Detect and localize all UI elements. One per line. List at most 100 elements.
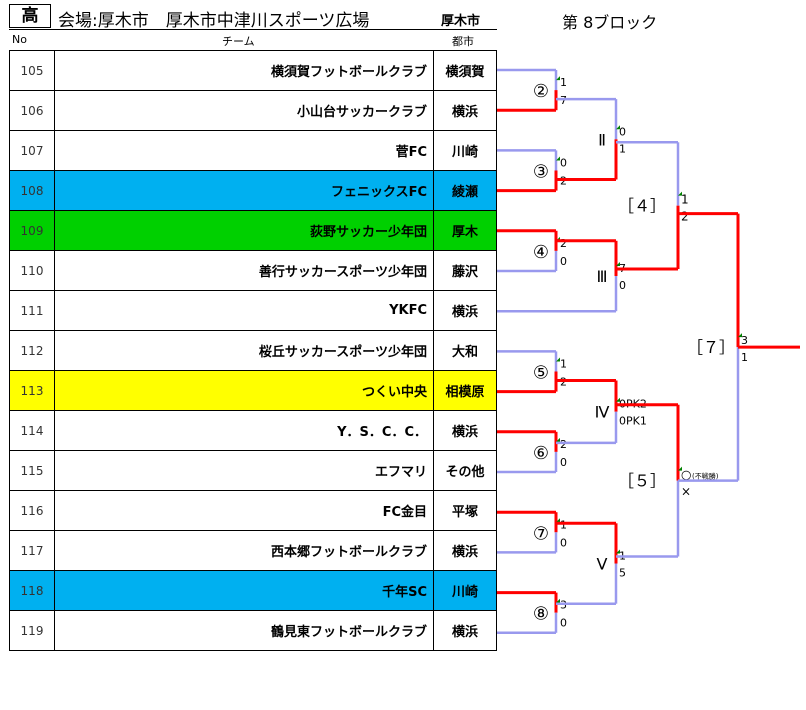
- score-bottom: ×: [681, 485, 691, 499]
- advance-marker: [616, 125, 620, 130]
- advance-marker: [556, 76, 560, 81]
- team-name: YKFC: [54, 290, 434, 331]
- score-bottom: 2: [681, 210, 689, 224]
- score-bottom: 0: [560, 456, 567, 469]
- city-title: 厚木市: [441, 14, 481, 29]
- column-header-no: No: [12, 33, 27, 46]
- advance-marker: [556, 598, 560, 603]
- advance-marker: [616, 262, 620, 266]
- team-city: 横浜: [433, 290, 497, 331]
- column-header-team: チーム: [222, 35, 255, 48]
- advance-marker: [678, 191, 682, 196]
- header-divider: [9, 29, 497, 30]
- team-number: 112: [9, 330, 55, 371]
- round-label: ［５］: [618, 472, 666, 491]
- match-label: ④: [533, 242, 549, 263]
- column-header-city: 都市: [452, 35, 474, 48]
- score-top: 0: [560, 157, 567, 170]
- team-number: 107: [9, 130, 55, 171]
- score-bottom: 0PK1: [619, 415, 647, 428]
- team-name: 荻野サッカー少年団: [54, 210, 434, 251]
- advance-marker: [556, 357, 560, 362]
- score-bottom: 1: [619, 142, 626, 155]
- team-number: 105: [9, 50, 55, 91]
- score-top: 3: [560, 599, 567, 612]
- score-bottom: 0: [560, 536, 567, 549]
- round-label: Ⅳ: [595, 403, 610, 422]
- score-top: 2: [560, 438, 567, 451]
- match-label: ⑤: [533, 363, 549, 384]
- team-name: FC金目: [54, 490, 434, 531]
- team-city: 藤沢: [433, 250, 497, 291]
- team-city: 川崎: [433, 570, 497, 611]
- advance-marker: [678, 466, 682, 471]
- team-number: 108: [9, 170, 55, 211]
- score-bottom: 0: [560, 617, 567, 630]
- team-name: 桜丘サッカースポーツ少年団: [54, 330, 434, 371]
- advance-marker: [556, 156, 560, 161]
- team-number: 113: [9, 370, 55, 411]
- round-label: ［４］: [618, 197, 666, 216]
- team-name: エフマリ: [54, 450, 434, 491]
- score-note: (不戦勝): [692, 472, 719, 481]
- team-name: 鶴見東フットボールクラブ: [54, 610, 434, 651]
- score-bottom: 0: [560, 255, 567, 268]
- team-city: 横浜: [433, 610, 497, 651]
- team-city: 横須賀: [433, 50, 497, 91]
- team-name: 善行サッカースポーツ少年団: [54, 250, 434, 291]
- match-label: ⑦: [533, 523, 549, 544]
- team-city: 横浜: [433, 90, 497, 131]
- block-title: 第 8ブロック: [562, 13, 658, 32]
- team-number: 111: [9, 290, 55, 331]
- round-label: Ⅲ: [596, 267, 607, 286]
- team-city: 大和: [433, 330, 497, 371]
- team-name: 菅FC: [54, 130, 434, 171]
- round-label: Ⅱ: [598, 130, 606, 149]
- advance-marker: [616, 549, 620, 554]
- round-label: ［７］: [687, 338, 735, 357]
- score-bottom: 0: [619, 279, 626, 292]
- advance-marker: [616, 397, 620, 402]
- round-label: Ⅴ: [597, 555, 608, 574]
- team-name: 小山台サッカークラブ: [54, 90, 434, 131]
- match-label: ⑧: [533, 604, 549, 625]
- advance-marker: [738, 333, 742, 338]
- team-city: 厚木: [433, 210, 497, 251]
- team-city: 横浜: [433, 530, 497, 571]
- team-city: 平塚: [433, 490, 497, 531]
- team-number: 109: [9, 210, 55, 251]
- advance-marker: [556, 518, 560, 523]
- score-top: ○: [681, 468, 691, 482]
- score-top: 1: [560, 358, 567, 371]
- score-top: 0: [619, 125, 626, 138]
- venue-title: 会場:厚木市 厚木市中津川スポーツ広場: [58, 11, 370, 31]
- score-top: 2: [560, 237, 567, 250]
- score-top: 1: [681, 193, 689, 207]
- score-bottom: 7: [560, 94, 567, 107]
- match-label: ③: [533, 162, 549, 183]
- score-top: 3: [741, 334, 748, 347]
- team-city: その他: [433, 450, 497, 491]
- team-name: フェニックスFC: [54, 170, 434, 211]
- team-number: 110: [9, 250, 55, 291]
- match-label: ②: [533, 81, 549, 102]
- team-name: Y．S．C．C．: [54, 410, 434, 451]
- match-label: ⑥: [533, 443, 549, 464]
- team-number: 114: [9, 410, 55, 451]
- team-city: 横浜: [433, 410, 497, 451]
- score-bottom: 5: [619, 567, 626, 580]
- team-city: 綾瀬: [433, 170, 497, 211]
